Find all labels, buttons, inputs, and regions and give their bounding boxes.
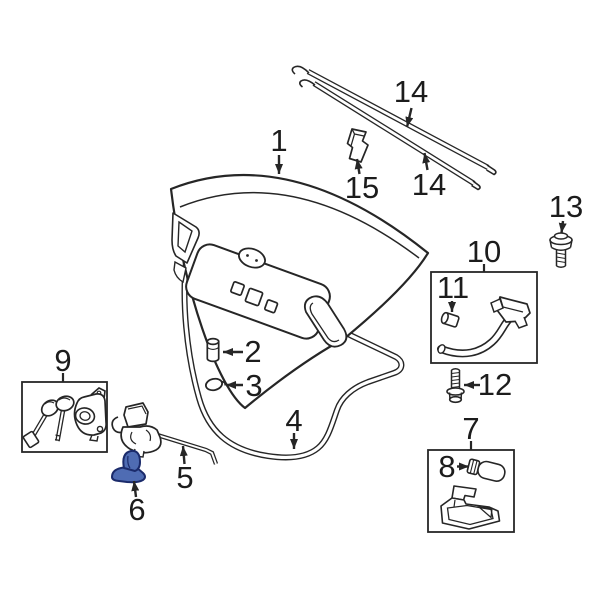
- part-callout-9[interactable]: 9: [54, 342, 72, 378]
- trunk-lid: [169, 173, 430, 410]
- trim-strip-lower: [299, 79, 481, 191]
- part-callout-7[interactable]: 7: [462, 410, 480, 446]
- trim-clip-15: [346, 128, 369, 163]
- part-callout-14-bottom[interactable]: 14: [411, 166, 447, 202]
- part-callout-3[interactable]: 3: [245, 367, 263, 403]
- hinge-bolt-12: [446, 368, 465, 404]
- part-callout-8[interactable]: 8: [438, 448, 456, 484]
- part-callout-2[interactable]: 2: [244, 333, 262, 369]
- hinge-bolt-13: [549, 232, 573, 268]
- handle-slot: [303, 295, 348, 348]
- highlighted-clip[interactable]: [111, 449, 146, 484]
- license-lamp-box: [427, 441, 515, 533]
- hinge-bushing: [440, 311, 460, 328]
- part-callout-13[interactable]: 13: [548, 188, 584, 224]
- part-callout-6[interactable]: 6: [128, 491, 146, 527]
- emblem-oval: [238, 247, 266, 269]
- part-callout-1[interactable]: 1: [270, 122, 288, 158]
- latch-and-rod: [111, 402, 219, 465]
- part-callout-14-top[interactable]: 14: [393, 73, 429, 109]
- part-callout-4[interactable]: 4: [285, 402, 303, 438]
- lamp-bulb: [466, 458, 506, 482]
- hinge-box: [430, 264, 538, 364]
- part-callout-10[interactable]: 10: [466, 233, 502, 269]
- lamp-housing: [440, 485, 501, 530]
- hole-plug: [204, 377, 226, 392]
- bumper-cushion: [206, 337, 220, 363]
- trim-strip-upper: [291, 65, 497, 176]
- part-callout-15[interactable]: 15: [344, 169, 380, 205]
- part-callout-11[interactable]: 11: [436, 269, 470, 305]
- leader-arrows: [131, 107, 567, 498]
- lock-set-box: [21, 373, 108, 453]
- part-callout-5[interactable]: 5: [176, 459, 194, 495]
- part-callout-12[interactable]: 12: [477, 366, 513, 402]
